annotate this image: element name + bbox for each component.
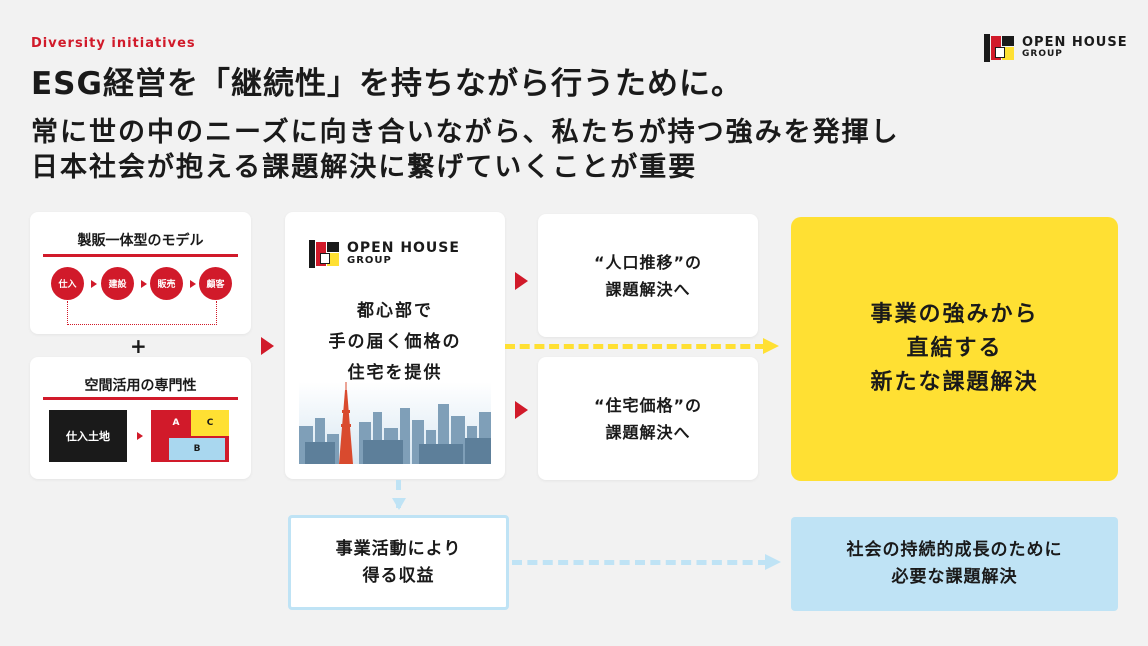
center-line-3: 住宅を提供 [347,363,443,383]
issue-card-population: “人口推移”の 課題解決へ [538,214,758,337]
logo-group: GROUP [1022,49,1063,59]
flow-arrow-icon [261,337,274,355]
space-card-divider [43,397,238,400]
model-card: 製販一体型のモデル 仕入 建設 販売 顧客 [30,212,251,334]
center-card: OPEN HOUSE GROUP 都心部で 手の届く価格の 住宅を提供 [285,212,505,479]
subtitle-line-1: 常に世の中のニーズに向き合いながら、私たちが持つ強みを発揮し [31,117,900,148]
block-a: A [172,418,180,428]
society-line-2: 必要な課題解決 [891,567,1018,587]
society-line-1: 社会の持続的成長のために [846,540,1063,560]
flow-arrow-icon [515,401,528,419]
logo-name: OPEN HOUSE [347,240,460,256]
issue-card-housing-price: “住宅価格”の 課題解決へ [538,357,758,480]
step-arrow-icon [190,280,196,288]
floorplan-diagram: C A B [151,410,229,462]
land-block: 仕入土地 [49,410,127,462]
model-card-heading: 製販一体型のモデル [77,233,204,249]
city-skyline-image [299,382,491,464]
step-arrow-icon [91,280,97,288]
blue-arrow-head-right-icon [765,554,781,570]
plus-sign: + [130,334,147,358]
blue-arrow-head-down-icon [392,498,406,510]
issue-card-line-1: “人口推移”の [593,252,703,272]
society-card: 社会の持続的成長のために 必要な課題解決 [791,517,1118,611]
transform-arrow-icon [137,432,143,440]
brand-logo: OPEN HOUSE GROUP [984,34,1128,62]
step-chip-sales: 販売 [150,267,183,300]
result-card: 事業の強みから 直結する 新たな課題解決 [791,217,1118,481]
logo-name: OPEN HOUSE [1022,35,1128,50]
center-message: 都心部で 手の届く価格の 住宅を提供 [285,296,505,389]
issue-card-line-1: “住宅価格”の [593,395,703,415]
step-chip-purchase: 仕入 [51,267,84,300]
block-b: B [169,438,225,460]
result-line-1: 事業の強みから [870,302,1039,327]
yellow-arrow-head-icon [763,338,779,354]
page-title: ESG経営を「継続性」を持ちながら行うために。 [31,66,743,102]
issue-card-line-2: 課題解決へ [605,279,691,299]
blue-dashed-connector-vertical [396,480,401,508]
subtitle-line-2: 日本社会が抱える課題解決に繋げていくことが重要 [31,152,698,183]
center-line-1: 都心部で [357,301,433,321]
center-logo: OPEN HOUSE GROUP [309,240,460,268]
block-c: C [191,410,229,436]
flow-arrow-icon [515,272,528,290]
yellow-dashed-connector [505,344,765,349]
model-card-divider [43,254,238,257]
blue-dashed-connector-horizontal [512,560,768,565]
revenue-line-1: 事業活動により [335,538,462,559]
result-line-3: 新たな課題解決 [870,370,1039,395]
revenue-line-2: 得る収益 [362,565,435,586]
step-chip-customer: 顧客 [199,267,232,300]
issue-card-line-2: 課題解決へ [605,422,691,442]
step-chip-build: 建設 [101,267,134,300]
open-house-logo-icon [984,34,1016,62]
section-tag: Diversity initiatives [31,36,196,51]
feedback-loop-line [67,301,217,325]
result-line-2: 直結する [906,336,1003,361]
step-arrow-icon [141,280,147,288]
space-card-heading: 空間活用の専門性 [84,378,197,394]
revenue-card: 事業活動により 得る収益 [288,515,509,610]
space-card: 空間活用の専門性 仕入土地 C A B [30,357,251,479]
open-house-logo-icon [309,240,341,268]
logo-group: GROUP [347,255,392,266]
center-line-2: 手の届く価格の [328,332,462,352]
